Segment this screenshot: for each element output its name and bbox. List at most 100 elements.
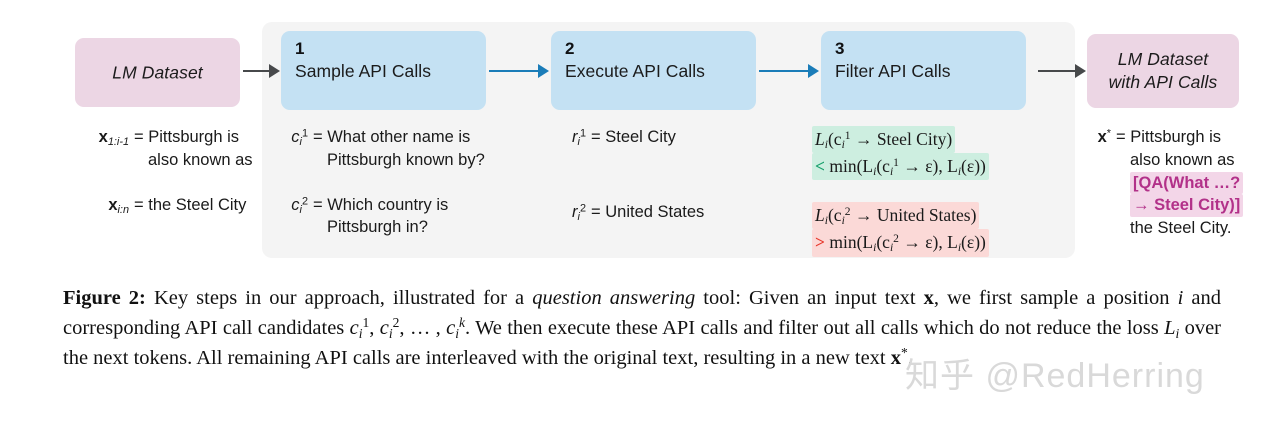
- sample-item-1-value: = What other name is Pittsburgh known by…: [308, 126, 491, 172]
- filter-item-2-rejected: Li(ci2 → United States) > min(Li(ci2 → ε…: [812, 202, 1067, 257]
- filter-item-1-L-sub: i: [824, 139, 828, 152]
- execute-item-2-eq: =: [591, 202, 601, 221]
- input-item-2: xi:n = the Steel City: [63, 194, 255, 217]
- sample-item-1-eq: =: [313, 128, 323, 146]
- execute-item-1: ri1 = Steel City: [552, 126, 767, 149]
- output-item-key: x*: [1083, 126, 1111, 240]
- input-item-2-sub: i:n: [117, 203, 130, 216]
- filter-item-2-suffix: → United States): [850, 205, 977, 226]
- output-item-eq: =: [1116, 128, 1126, 146]
- column-filter-criteria: Li(ci1 → Steel City) < min(Li(ci1 → ε), …: [812, 126, 1067, 257]
- sample-item-1-sup: 1: [301, 127, 308, 140]
- filter-item-1-min-c-sub: i: [889, 166, 894, 179]
- caption-math-ck: c: [446, 317, 456, 340]
- sample-item-2-sup: 2: [301, 194, 308, 207]
- filter-item-1-line2: < min(Li(ci1 → ε), Li(ε)): [812, 153, 989, 181]
- filter-item-2-min-open: (c: [876, 232, 890, 253]
- filter-item-2-operator: >: [815, 232, 825, 253]
- arrow-shaft: [759, 70, 809, 72]
- caption-math-c2-sup: 2: [392, 315, 400, 331]
- caption-math-i: i: [1177, 287, 1184, 309]
- output-item-highlight-wrapper-2: → Steel City)]: [1116, 194, 1273, 218]
- sample-item-1-key: ci1: [276, 126, 308, 172]
- execute-item-1-sub: i: [577, 136, 580, 149]
- filter-item-1-open: (c: [827, 129, 842, 149]
- caption-part7: . We then execute these API calls and fi…: [465, 317, 1165, 340]
- arrow-shaft: [243, 70, 270, 72]
- sample-item-2: ci2 = Which country is Pittsburgh in?: [276, 194, 491, 240]
- node-step-1-sample-api-calls: 1 Sample API Calls: [281, 31, 486, 110]
- input-item-1-line1: Pittsburgh is: [148, 128, 240, 146]
- caption-part6: , … ,: [399, 317, 447, 340]
- sample-item-2-eq: =: [313, 195, 323, 214]
- filter-item-2-min-c-sup: 2: [893, 233, 899, 246]
- input-item-1-key: x1:i-1: [63, 126, 129, 172]
- filter-item-2-L-sub: i: [824, 215, 828, 228]
- output-item-highlight-line2: → Steel City)]: [1130, 194, 1244, 218]
- caption-math-ck-sub: i: [455, 325, 459, 341]
- arrow-right-icon-step3-to-output: [1038, 64, 1086, 78]
- input-item-2-value: = the Steel City: [129, 194, 255, 217]
- caption-math-c2-sub: i: [388, 325, 393, 341]
- execute-item-1-line1: Steel City: [605, 128, 676, 146]
- sample-item-1-line2: Pittsburgh known by?: [327, 150, 485, 169]
- caption-bold2-sup: *: [901, 345, 908, 361]
- filter-item-1-min-L2-sub: i: [957, 166, 962, 179]
- figure-diagram: LM Dataset 1 Sample API Calls 2 Execute …: [63, 22, 1273, 258]
- caption-math-L: L: [1164, 317, 1176, 340]
- caption-part5: ,: [369, 317, 380, 340]
- filter-item-1-L: L: [815, 129, 825, 149]
- filter-item-2-line1: Li(ci2 → United States): [812, 202, 980, 230]
- arrow-head: [538, 64, 549, 78]
- filter-item-1-suffix: → Steel City): [850, 129, 953, 149]
- filter-item-1-min-L-sub: i: [873, 166, 877, 179]
- execute-item-1-var: r: [572, 128, 578, 146]
- node-lm-dataset-with-api-calls: LM Dataset with API Calls: [1087, 34, 1239, 108]
- sample-item-2-line2: Pittsburgh in?: [327, 218, 428, 237]
- filter-item-2-min: min(L: [829, 232, 874, 253]
- execute-item-1-value: = Steel City: [586, 126, 767, 149]
- column-api-results: ri1 = Steel City ri2 = United States: [552, 126, 767, 224]
- sample-item-2-line1: Which country is: [327, 195, 449, 214]
- node-lm-dataset-label: LM Dataset: [112, 61, 203, 82]
- node-step-3-title: Filter API Calls: [835, 61, 951, 81]
- output-item-highlight-line1: [QA(What …?: [1130, 171, 1244, 195]
- caption-math-ck-sup: k: [459, 315, 465, 331]
- filter-item-1-min-c-sup: 1: [893, 157, 899, 170]
- column-sampled-api-calls: ci1 = What other name is Pittsburgh know…: [276, 126, 491, 239]
- execute-item-2: ri2 = United States: [552, 201, 767, 224]
- filter-item-2-c-sub: i: [841, 215, 845, 228]
- filter-item-1-c-sup: 1: [844, 130, 851, 142]
- filter-item-1-line1: Li(ci1 → Steel City): [812, 126, 956, 154]
- node-lm-dataset: LM Dataset: [75, 38, 240, 107]
- caption-italic1: question answering: [532, 287, 696, 309]
- caption-part8: over the next tokens. All remaining API …: [63, 317, 1222, 370]
- sample-item-1-sub: i: [299, 136, 302, 149]
- execute-item-2-key: ri2: [552, 201, 586, 224]
- caption-math-c1: c: [349, 317, 359, 340]
- sample-item-2-var: c: [291, 195, 300, 214]
- caption-part1: Key steps in our approach, illustrated f…: [145, 287, 533, 309]
- arrow-right-icon-step2-to-step3: [759, 64, 819, 78]
- column-input-text: x1:i-1 = Pittsburgh is also known as xi:…: [63, 126, 255, 216]
- execute-item-2-sub: i: [577, 210, 580, 223]
- output-item-line2: also known as: [1130, 150, 1235, 169]
- arrow-head: [269, 64, 280, 78]
- input-item-1-var: x: [98, 128, 108, 146]
- execute-item-2-line1: United States: [605, 202, 705, 221]
- input-item-2-key: xi:n: [63, 194, 129, 217]
- filter-item-2-L: L: [815, 205, 825, 226]
- sample-item-2-key: ci2: [276, 194, 308, 240]
- sample-item-2-sub: i: [299, 203, 302, 216]
- node-step-1-number: 1: [295, 39, 305, 58]
- node-step-2-number: 2: [565, 39, 575, 58]
- caption-math-c1-sub: i: [358, 325, 363, 341]
- filter-item-2-min-c-sub: i: [889, 242, 894, 255]
- output-item: x* = Pittsburgh is also known as [QA(Wha…: [1083, 126, 1273, 240]
- sample-item-2-value: = Which country is Pittsburgh in?: [308, 194, 491, 240]
- sample-item-1: ci1 = What other name is Pittsburgh know…: [276, 126, 491, 172]
- node-step-2-execute-api-calls: 2 Execute API Calls: [551, 31, 756, 110]
- caption-bold2: x: [890, 347, 902, 370]
- arrow-shaft: [1038, 70, 1076, 72]
- output-item-sup: *: [1106, 127, 1111, 140]
